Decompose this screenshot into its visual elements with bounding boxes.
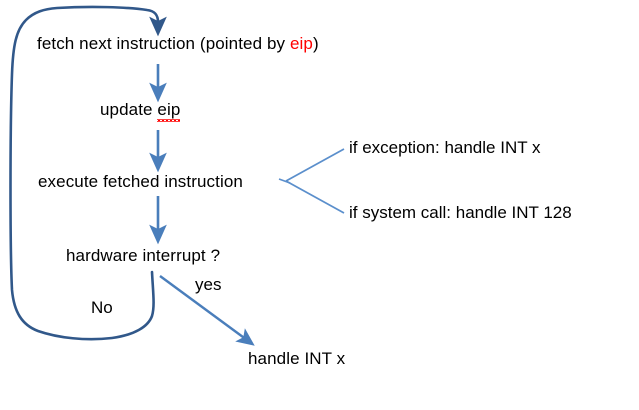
branch-line-system-call: [285, 180, 345, 214]
node-update-text-before: update: [100, 100, 158, 119]
branch-fork-vertex: [278, 178, 291, 184]
node-fetch-text-after: ): [312, 34, 319, 53]
node-fetch-keyword-eip: eip: [289, 34, 313, 53]
branch-note-system-call: if system call: handle INT 128: [349, 203, 572, 222]
node-fetch-text-before: fetch next instruction (pointed by: [37, 34, 290, 53]
node-update-keyword-eip: eip: [157, 100, 181, 122]
node-update-eip: update eip: [100, 100, 181, 122]
edge-label-no: No: [91, 298, 113, 317]
edge-yes-to-handle-int: [159, 275, 255, 346]
edge-label-yes: yes: [195, 275, 222, 294]
node-execute-instruction: execute fetched instruction: [38, 172, 243, 191]
node-handle-int-x: handle INT x: [248, 349, 346, 368]
branch-line-exception: [285, 148, 345, 182]
loop-back-edge: [9, 5, 167, 341]
branch-note-exception: if exception: handle INT x: [349, 138, 541, 157]
node-hardware-interrupt: hardware interrupt ?: [66, 246, 221, 265]
node-fetch-instruction: fetch next instruction (pointed by eip): [37, 34, 319, 54]
